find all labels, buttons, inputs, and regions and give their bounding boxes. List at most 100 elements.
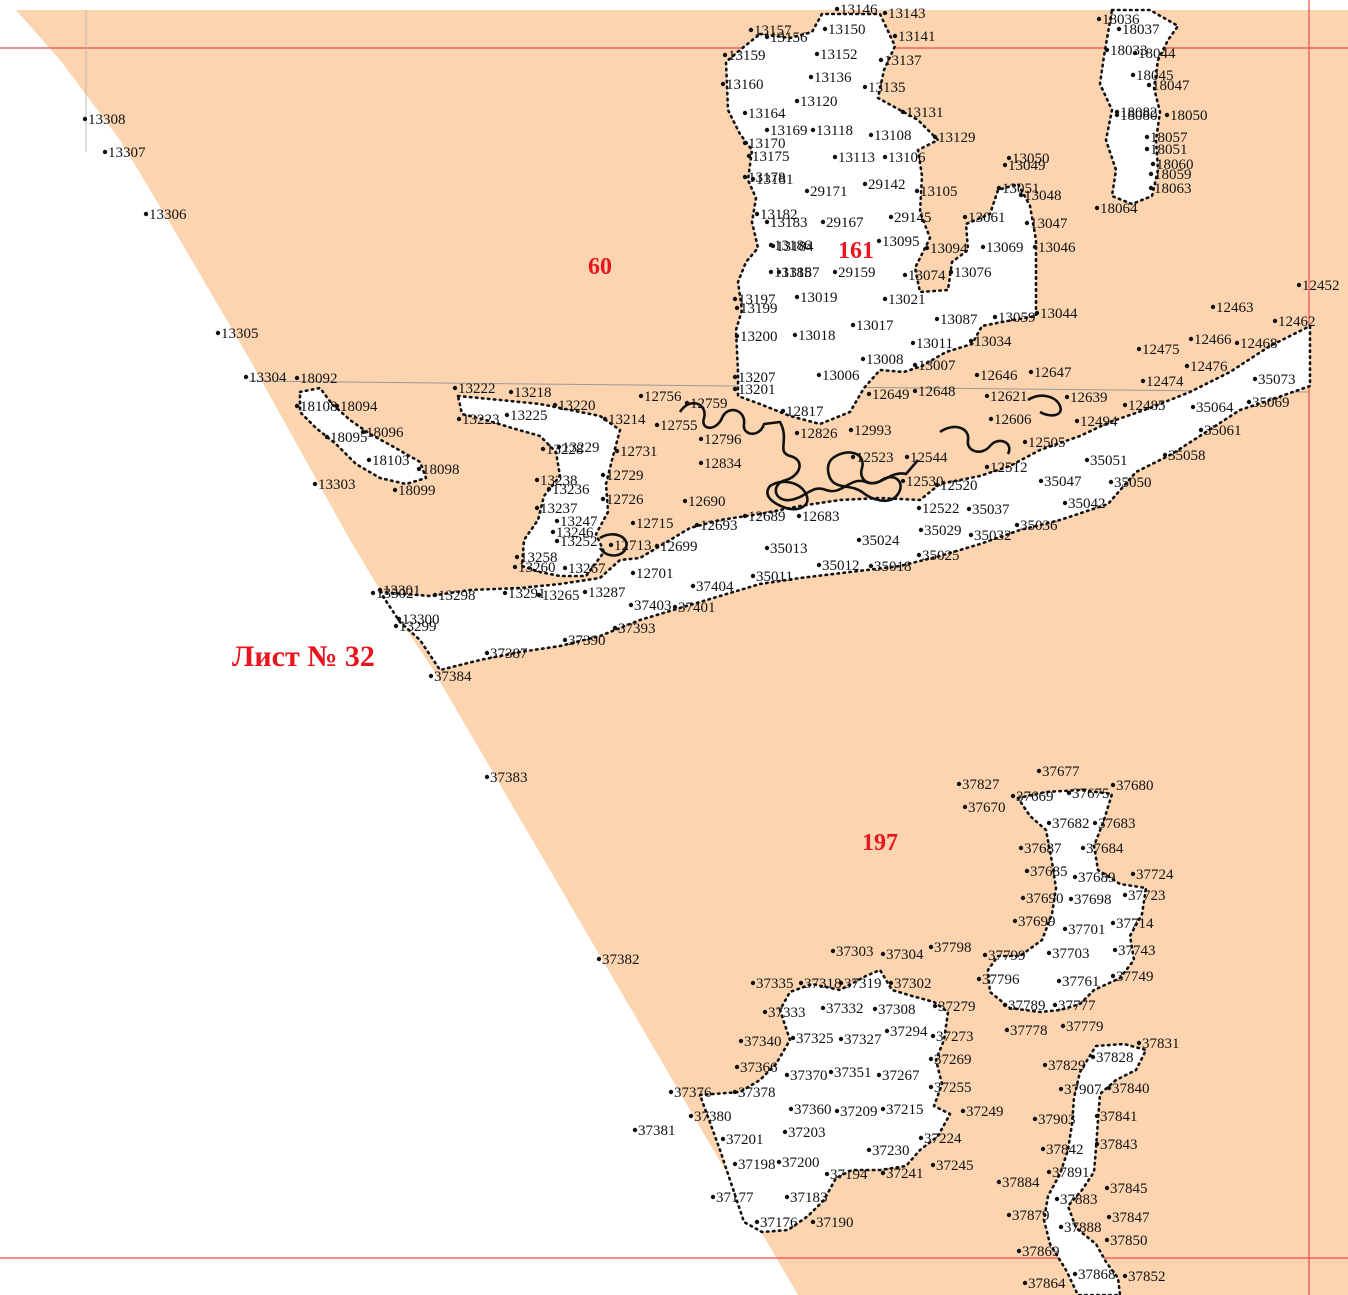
boundary-point-marker	[882, 154, 888, 160]
boundary-point-marker	[980, 244, 986, 250]
boundary-point: 12463	[1210, 300, 1254, 316]
boundary-point-marker	[690, 583, 696, 589]
boundary-point: 37689	[1072, 870, 1116, 886]
boundary-point: 37796	[976, 972, 1020, 988]
boundary-point-label: 37879	[1012, 1208, 1050, 1224]
boundary-point: 13150	[822, 22, 866, 38]
boundary-point-label: 18108	[300, 399, 338, 415]
boundary-point-marker	[1018, 845, 1024, 851]
boundary-point-label: 35018	[874, 559, 912, 575]
boundary-point-label: 37384	[434, 669, 472, 685]
boundary-point-marker	[996, 185, 1002, 191]
boundary-point-label: 37799	[988, 948, 1026, 964]
boundary-point-label: 18080	[1120, 108, 1158, 124]
boundary-point-marker	[694, 522, 700, 528]
boundary-point-marker	[1094, 1113, 1100, 1119]
boundary-point-marker	[546, 486, 552, 492]
boundary-point-marker	[1062, 926, 1068, 932]
boundary-point-label: 37190	[816, 1215, 854, 1231]
boundary-point-label: 13129	[938, 130, 976, 146]
boundary-point-label: 37269	[934, 1052, 972, 1068]
boundary-point: 37340	[738, 1034, 782, 1050]
boundary-point-marker	[514, 554, 520, 560]
boundary-point-label: 13095	[882, 234, 920, 250]
boundary-point-marker	[904, 454, 910, 460]
boundary-point-label: 35064	[1196, 400, 1234, 416]
boundary-point-label: 13178	[748, 170, 786, 186]
boundary-point: 37682	[1046, 816, 1090, 832]
boundary-point: 37318	[798, 976, 842, 992]
boundary-point-marker	[968, 338, 974, 344]
boundary-point: 37200	[776, 1155, 820, 1171]
boundary-point-label: 37200	[782, 1155, 820, 1171]
boundary-point: 37799	[982, 948, 1026, 964]
boundary-point-label: 18044	[1138, 46, 1176, 62]
boundary-point-marker	[632, 1127, 638, 1133]
boundary-point-label: 37304	[886, 947, 924, 963]
boundary-point-marker	[1136, 346, 1142, 352]
boundary-point: 12647	[1028, 365, 1072, 381]
boundary-point: 35018	[868, 559, 912, 575]
boundary-point-label: 13207	[738, 370, 776, 386]
boundary-point-marker	[1114, 109, 1120, 115]
parcel-number-60: 60	[588, 254, 612, 280]
boundary-point-marker	[928, 1084, 934, 1090]
boundary-point-marker	[540, 446, 546, 452]
boundary-point: 13113	[832, 150, 875, 166]
boundary-point-marker	[432, 592, 438, 598]
boundary-point: 13303	[312, 477, 356, 493]
boundary-point-label: 13303	[318, 477, 356, 493]
boundary-point-label: 37390	[568, 633, 606, 649]
boundary-point-marker	[1032, 244, 1038, 250]
boundary-point-label: 18051	[1150, 142, 1188, 158]
boundary-point: 37279	[932, 999, 976, 1015]
boundary-point: 37383	[484, 770, 528, 786]
boundary-point-marker	[512, 564, 518, 570]
boundary-point: 35037	[966, 502, 1010, 518]
boundary-point-label: 18047	[1152, 78, 1190, 94]
boundary-point: 13146	[834, 2, 878, 18]
boundary-point-marker	[988, 416, 994, 422]
boundary-point: 37840	[1106, 1081, 1150, 1097]
boundary-point: 37267	[876, 1068, 920, 1084]
boundary-point-label: 12993	[854, 423, 892, 439]
boundary-point: 13106	[882, 150, 926, 166]
boundary-point-label: 37319	[844, 976, 882, 992]
boundary-point: 37884	[996, 1175, 1040, 1191]
boundary-point-label: 13157	[754, 23, 792, 39]
boundary-point: 12512	[984, 460, 1028, 476]
boundary-point-marker	[792, 332, 798, 338]
boundary-point: 13105	[914, 184, 958, 200]
boundary-point-label: 13267	[568, 561, 606, 577]
boundary-point-label: 13186	[774, 238, 812, 254]
boundary-point-label: 13228	[546, 442, 584, 458]
boundary-point-label: 37841	[1100, 1109, 1138, 1125]
boundary-point-label: 35058	[1168, 448, 1206, 464]
boundary-point-marker	[810, 127, 816, 133]
boundary-point-label: 37798	[934, 940, 972, 956]
excluded-area-northeast	[1098, 8, 1180, 206]
boundary-point: 13046	[1032, 240, 1076, 256]
boundary-point-label: 13007	[918, 358, 956, 374]
boundary-point-label: 18082	[1120, 105, 1158, 121]
boundary-point-marker	[1148, 171, 1154, 177]
boundary-point-label: 13141	[898, 29, 936, 45]
boundary-point-label: 13048	[1024, 188, 1062, 204]
boundary-point-marker	[832, 154, 838, 160]
boundary-point-label: 13237	[540, 501, 578, 517]
boundary-point-label: 12475	[1142, 342, 1180, 358]
boundary-point: 35051	[1084, 453, 1128, 469]
boundary-point-marker	[734, 1064, 740, 1070]
boundary-point-marker	[850, 322, 856, 328]
boundary-point-label: 13069	[986, 240, 1024, 256]
boundary-point-marker	[82, 116, 88, 122]
boundary-point: 12715	[630, 516, 674, 532]
boundary-point-label: 13301	[383, 583, 421, 599]
boundary-point-label: 37381	[638, 1123, 676, 1139]
boundary-point-label: 29142	[868, 177, 906, 193]
boundary-point: 13087	[934, 312, 978, 328]
boundary-point: 35036	[1014, 518, 1058, 534]
boundary-point-label: 13120	[800, 94, 838, 110]
boundary-point-label: 13011	[916, 336, 953, 352]
boundary-point-marker	[377, 587, 383, 593]
